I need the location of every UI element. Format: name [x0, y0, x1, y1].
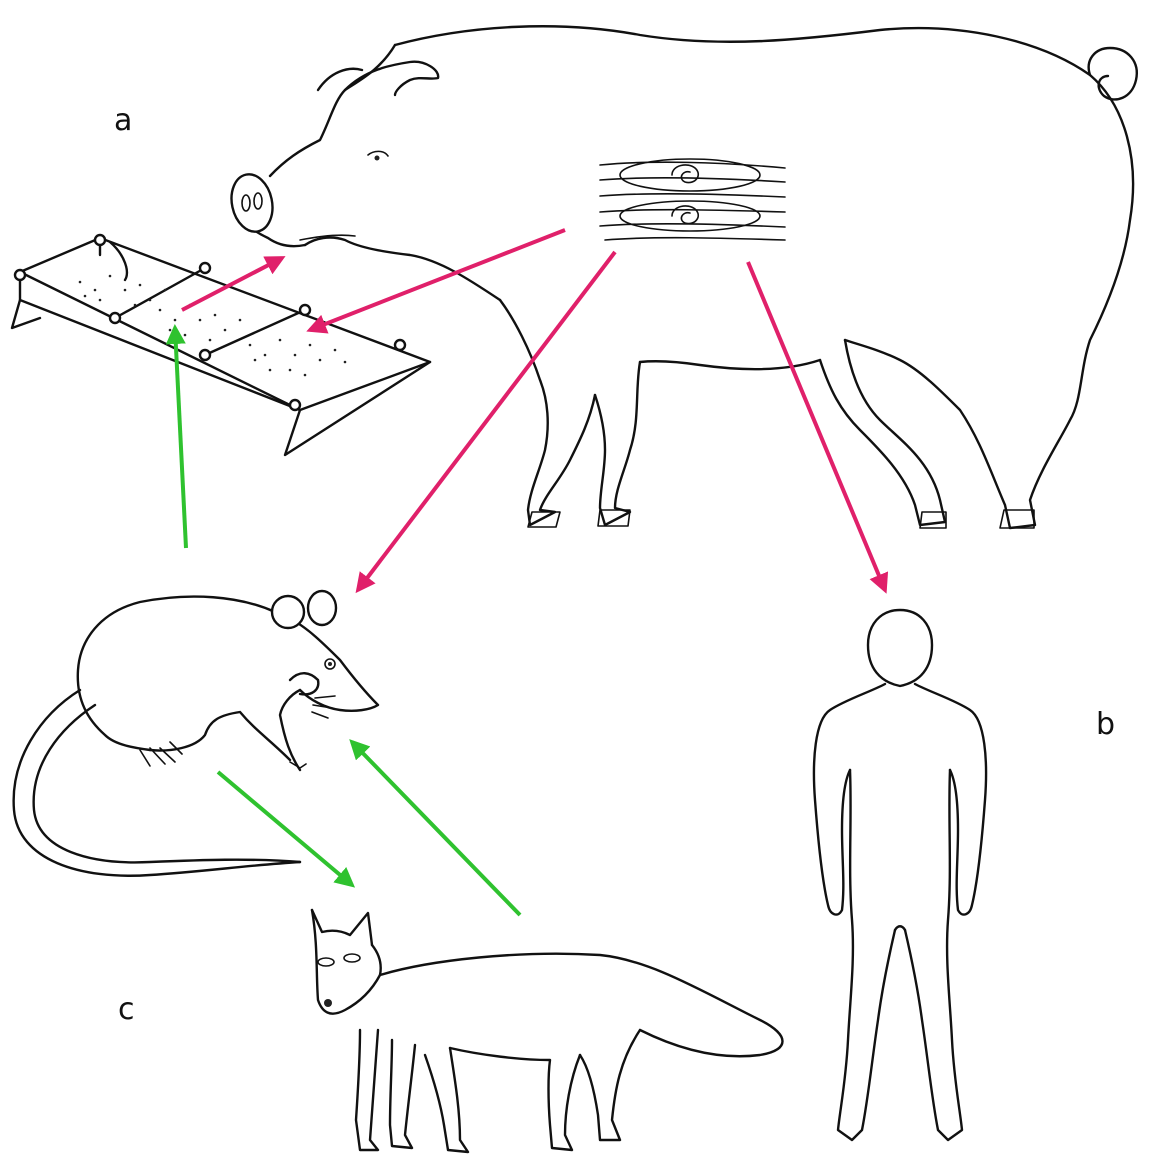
- pig-drawing: [230, 25, 1138, 530]
- human-silhouette: [812, 608, 988, 1142]
- feed-trough: [10, 233, 432, 457]
- panel-label-a: a: [114, 103, 133, 138]
- arrow-pig-to-rat: [355, 250, 617, 594]
- muscle-cysts: [599, 158, 786, 241]
- arrow-rat-to-trough: [165, 324, 188, 549]
- panel-label-c: c: [118, 992, 135, 1027]
- arrow-pig-to-human: [746, 261, 889, 594]
- rat-drawing: [12, 589, 380, 877]
- arrow-fox-to-rat: [349, 739, 522, 917]
- arrow-pig-to-trough: [306, 228, 566, 334]
- panel-label-b: b: [1096, 707, 1116, 742]
- transmission-arrows: [165, 228, 889, 917]
- feed-grain: [78, 274, 347, 377]
- arrow-rat-to-fox: [216, 770, 356, 888]
- arrow-trough-to-pig: [181, 256, 286, 312]
- fox-drawing: [310, 908, 784, 1154]
